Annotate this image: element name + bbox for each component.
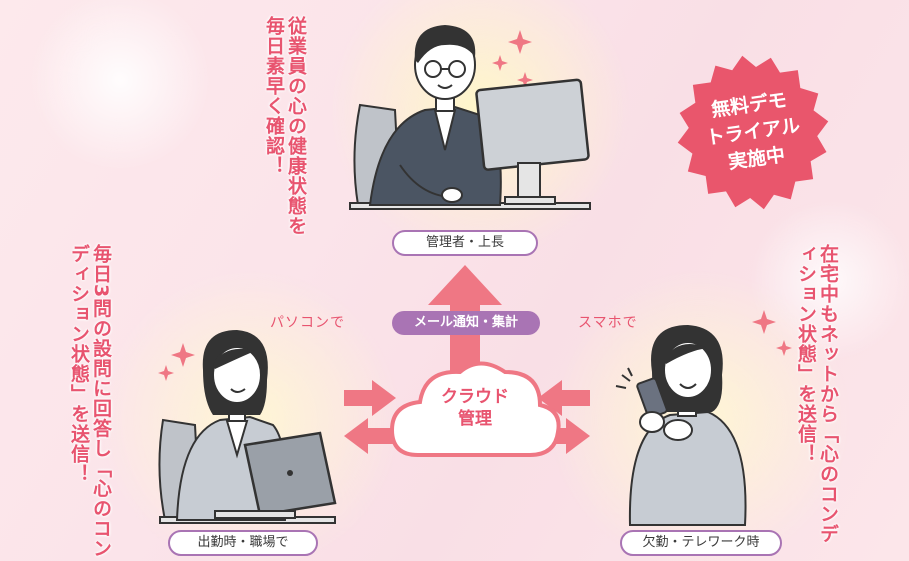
left-arrow-right — [344, 380, 396, 416]
remote-worker-label: 欠勤・テレワーク時 — [620, 530, 782, 556]
sparkle-icon — [171, 343, 195, 367]
manager-caption: 従業員の心の健康状態を毎日素早く確認！ — [263, 16, 307, 236]
smartphone-label: スマホで — [578, 315, 638, 331]
sparkle-icon — [517, 72, 533, 88]
sparkle-icon — [776, 340, 792, 356]
manager-label: 管理者・上長 — [392, 230, 538, 256]
left-arrow-left — [344, 418, 396, 454]
pc-label: パソコンで — [270, 315, 345, 331]
cloud-label-line1: クラウド — [441, 387, 509, 407]
office-worker-label: 出勤時・職場で — [168, 530, 318, 556]
cloud-label: クラウド 管理 — [420, 386, 530, 430]
right-arrow-left — [538, 380, 590, 416]
remote-worker-illustration — [615, 325, 747, 526]
sparkle-icon — [158, 365, 174, 381]
remote-worker-caption: 在宅中もネットから「心のコンディション状態」を送信！ — [795, 244, 839, 544]
cloud-shape — [389, 361, 561, 457]
cloud-label-line2: 管理 — [458, 409, 492, 429]
sparkle-icon — [492, 55, 508, 71]
right-arrow-right — [538, 418, 590, 454]
manager-illustration — [349, 25, 591, 210]
office-worker-illustration — [158, 330, 337, 524]
sparkle-icon — [752, 310, 776, 334]
sparkle-icon — [508, 30, 532, 54]
mail-notify-label: メール通知・集計 — [392, 311, 540, 335]
office-worker-caption: 毎日3問の設問に回答し「心のコンディション状態」を送信！ — [68, 244, 112, 559]
free-trial-badge-shape — [677, 55, 829, 210]
